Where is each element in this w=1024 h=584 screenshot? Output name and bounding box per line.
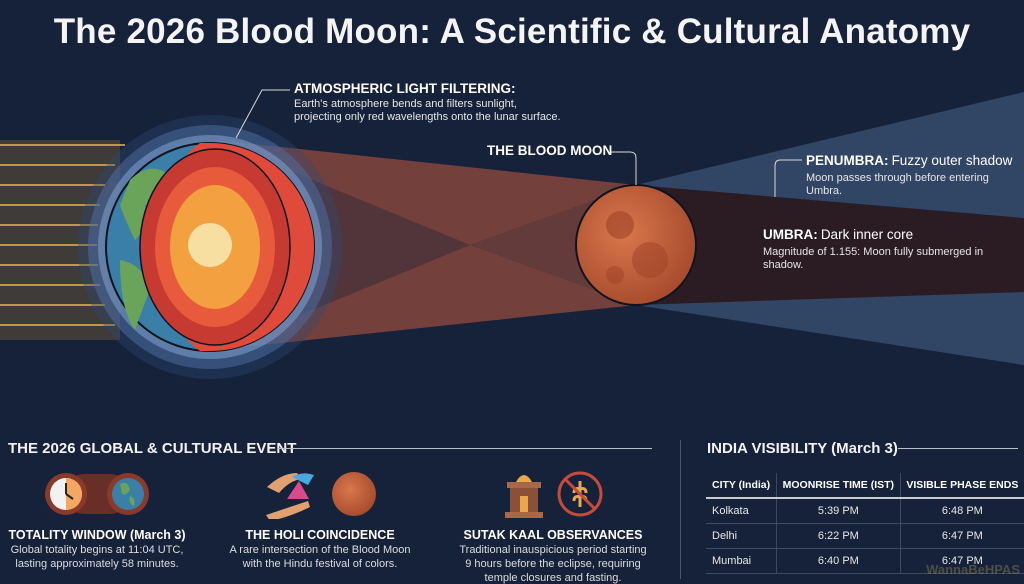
refracted-light-cone [215,140,636,245]
column-header: VISIBLE PHASE ENDS [899,473,1024,499]
page-title: The 2026 Blood Moon: A Scientific & Cult… [53,12,971,51]
totality-card: TOTALITY WINDOW (March 3) Global totalit… [0,468,207,570]
penumbra-text: Moon passes through before entering Umbr… [806,172,989,197]
table-header-row: CITY (India) MOONRISE TIME (IST) VISIBLE… [706,473,1024,499]
card-text: Global totality begins at 11:04 UTC, [10,544,184,556]
holi-card: THE HOLI COINCIDENCE A rare intersection… [210,468,430,570]
holi-colors-icon [266,473,314,519]
blood-moon-callout: THE BLOOD MOON [487,144,612,159]
watermark: WannaBeHPAS [926,562,1020,577]
penumbra-callout: PENUMBRA: Fuzzy outer shadow Moon passes… [806,154,1024,198]
sutak-card: SUTAK KAAL OBSERVANCES Traditional inaus… [443,468,663,584]
penumbra-desc: Fuzzy outer shadow [891,153,1013,168]
card-title: THE HOLI COINCIDENCE [245,528,395,542]
atmospheric-text: Earth's atmosphere bends and filters sun… [294,98,517,110]
card-text: Traditional inauspicious period starting [459,544,647,556]
column-header: MOONRISE TIME (IST) [776,473,901,499]
section-divider [680,440,681,579]
divider [898,448,1018,449]
phase-end-cell: 6:47 PM [899,523,1024,549]
card-text: with the Hindu festival of colors. [242,558,398,570]
umbra-label: UMBRA: [763,227,818,242]
city-cell: Delhi [706,523,777,549]
card-title: SUTAK KAAL OBSERVANCES [463,528,643,542]
card-text: lasting approximately 58 minutes. [15,558,179,570]
divider [278,448,652,449]
india-heading: INDIA VISIBILITY (March 3) [707,440,898,457]
card-title: TOTALITY WINDOW (March 3) [8,528,186,542]
temple-icon [505,475,543,518]
phase-end-cell: 6:47 PM [899,548,1024,574]
callout-lines [235,89,802,197]
card-text: 9 hours before the eclipse, requiring [465,558,641,570]
blood-moon-icon [575,184,697,306]
umbra-desc: Dark inner core [820,227,914,242]
atmospheric-callout: ATMOSPHERIC LIGHT FILTERING: Earth's atm… [294,82,561,124]
card-text: temple closures and fasting. [484,572,622,584]
event-heading: THE 2026 GLOBAL & CULTURAL EVENT [8,440,297,457]
phase-end-cell: 6:48 PM [899,498,1024,524]
india-visibility-table: CITY (India) MOONRISE TIME (IST) VISIBLE… [706,473,1024,574]
moonrise-cell: 6:22 PM [776,523,901,549]
blood-moon-label: THE BLOOD MOON [487,143,613,158]
earth-icon [78,115,342,379]
umbra-shadow [636,185,1024,305]
column-header: CITY (India) [706,473,777,499]
moon-icon [332,472,376,516]
penumbra-label: PENUMBRA: [806,153,889,168]
eclipse-diagram [0,89,1024,379]
no-grain-icon [557,471,603,517]
city-cell: Mumbai [706,548,777,574]
moonrise-cell: 6:40 PM [776,548,901,574]
umbra-callout: UMBRA: Dark inner core Magnitude of 1.15… [763,228,1024,272]
atmospheric-text: projecting only red wavelengths onto the… [294,111,561,123]
card-text: A rare intersection of the Blood Moon [229,544,411,556]
city-cell: Kolkata [706,498,777,524]
atmospheric-heading: ATMOSPHERIC LIGHT FILTERING: [294,81,516,96]
clock-globe-icon [45,473,149,515]
moonrise-cell: 5:39 PM [776,498,901,524]
umbra-text: Magnitude of 1.155: Moon fully submerged… [763,246,984,271]
